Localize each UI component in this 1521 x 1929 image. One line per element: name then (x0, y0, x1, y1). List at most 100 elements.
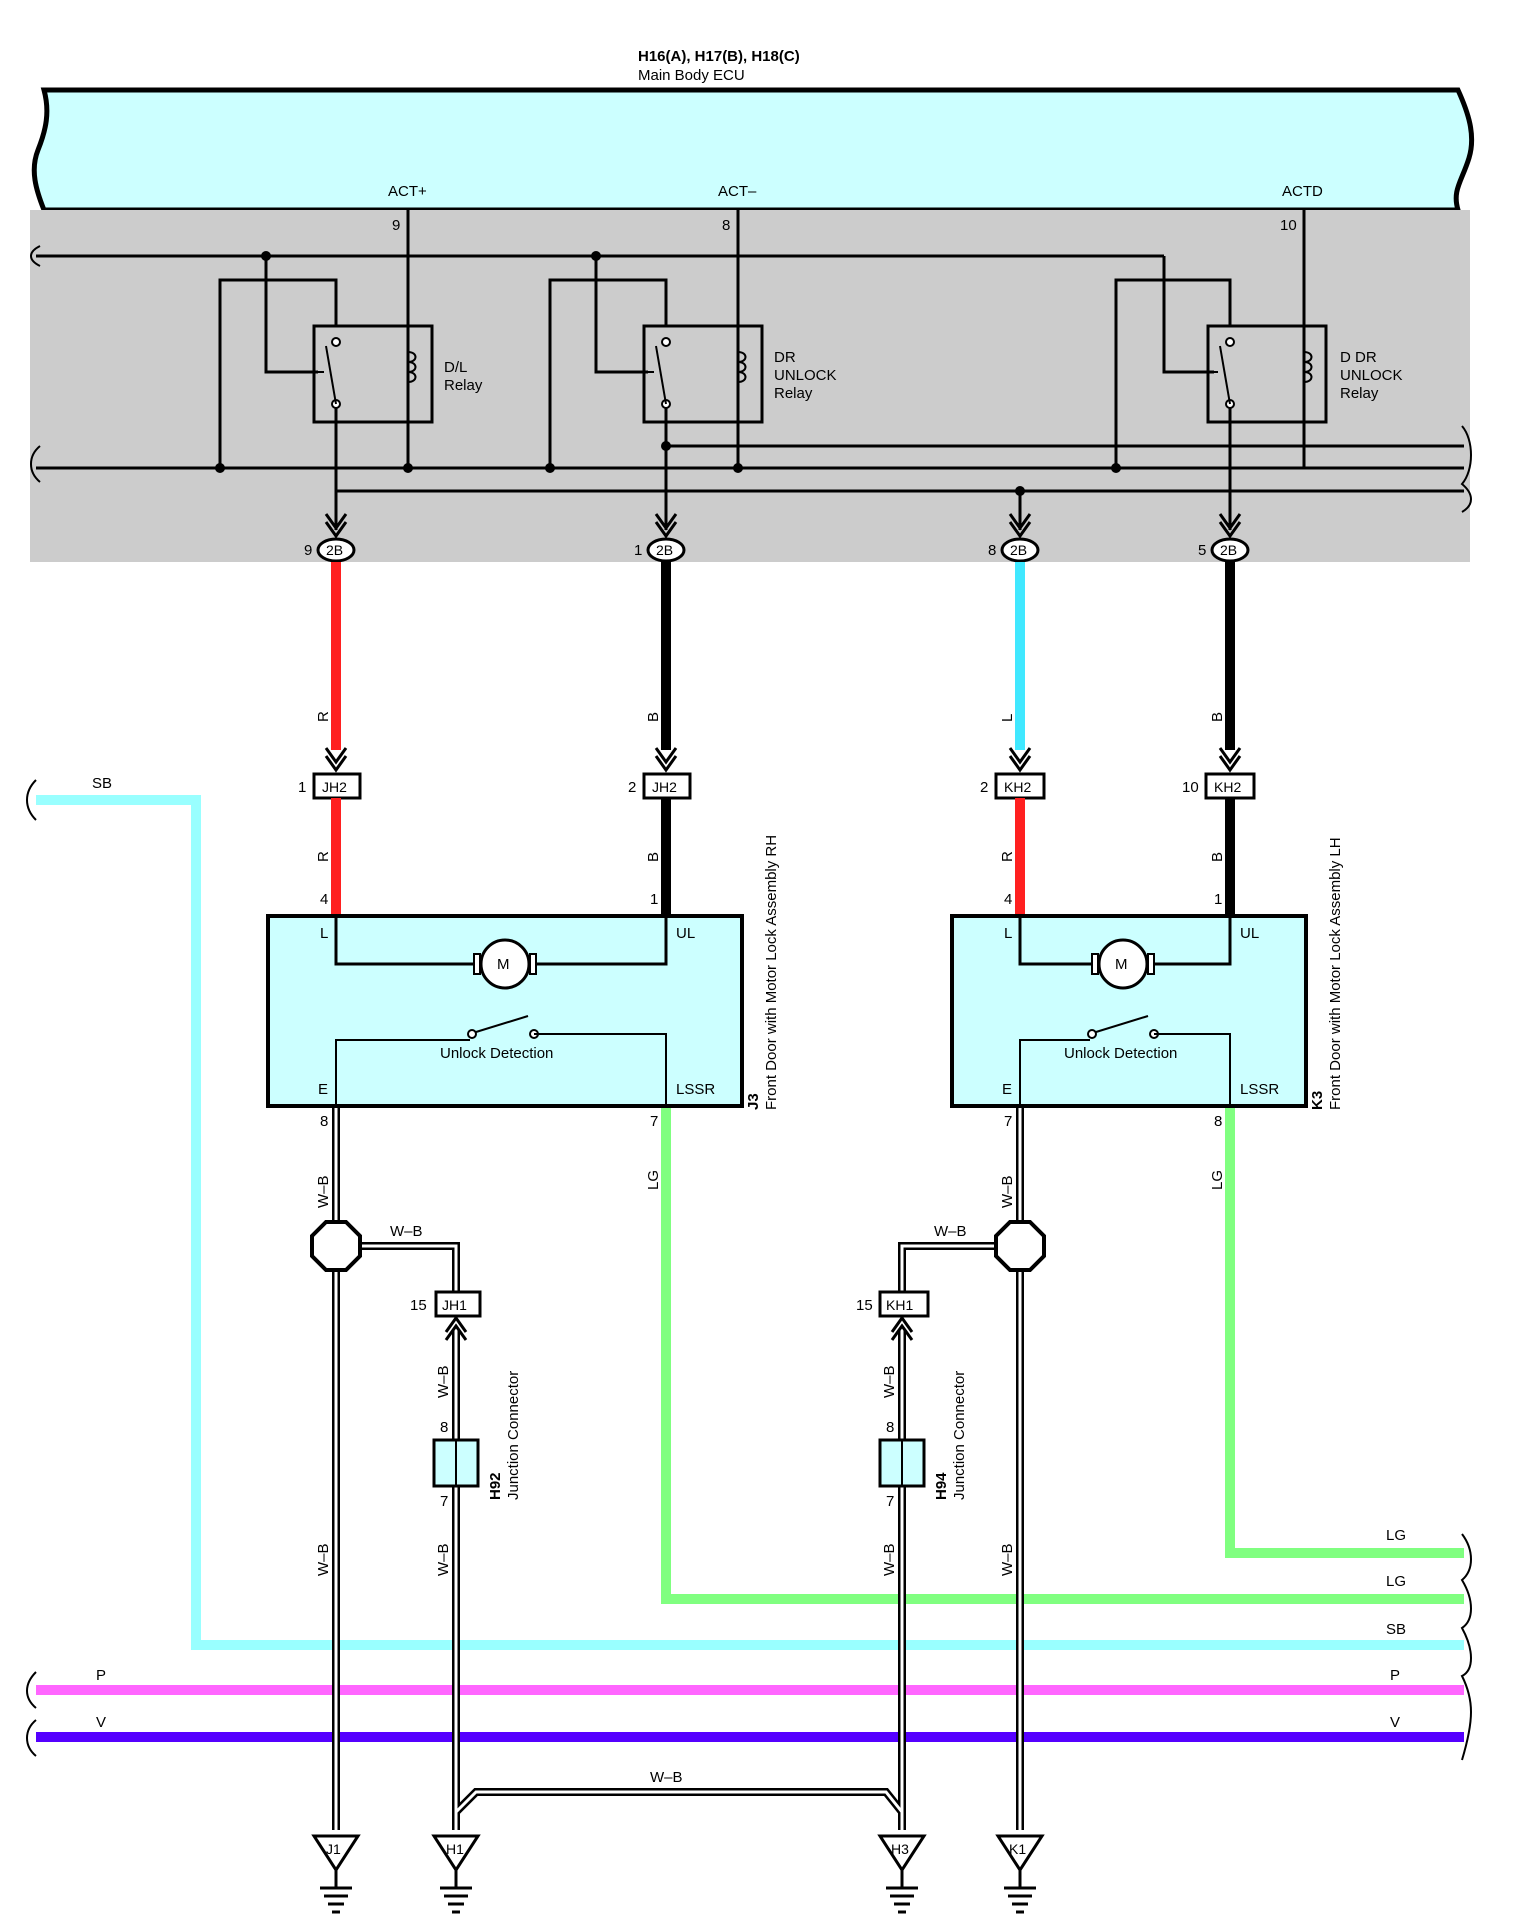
wire-color-label-b2: B (1209, 712, 1226, 722)
ground-j1 (311, 1834, 361, 1914)
ecu-pin-8: 8 (722, 217, 730, 234)
relay-box-break-right (1460, 425, 1472, 513)
kh2-2-label: KH2 (1004, 779, 1031, 795)
connector-2b-9-pin: 9 (304, 542, 312, 559)
h94-pin-bottom: 7 (886, 1493, 894, 1510)
ground-h1 (431, 1834, 481, 1914)
relay-dl-label-1: D/L (444, 359, 467, 376)
relay-box-break-left-upper (30, 245, 41, 267)
lock-rh-name: Front Door with Motor Lock Assembly RH (763, 835, 780, 1110)
relay-dr-label-2: UNLOCK (774, 367, 837, 384)
lock-rh-code: J3 (745, 1093, 762, 1110)
ecu-terminal-act-plus: ACT+ (388, 183, 427, 200)
connector-2b-1-pin: 1 (634, 542, 642, 559)
kh1-box (878, 1290, 930, 1318)
wire-wb-label-rh-branch: W–B (390, 1223, 423, 1240)
kh2-2-pin: 2 (980, 779, 988, 796)
jh2-2-label: JH2 (652, 779, 677, 795)
wire-wb-crossings (332, 1586, 1024, 1750)
h92-pin-bottom: 7 (440, 1493, 448, 1510)
splice-lh (994, 1220, 1046, 1272)
wire-wb-label-h92-top: W–B (435, 1365, 452, 1398)
h94-name: Junction Connector (951, 1371, 968, 1500)
ground-k1 (995, 1834, 1045, 1914)
wire-lg-label-rh: LG (645, 1170, 662, 1190)
kh1-arrow-icon (890, 1315, 914, 1341)
ecu-body (31, 87, 1475, 213)
relay-dr-label-1: DR (774, 349, 796, 366)
junction-upper-boxes (312, 772, 1256, 800)
lock-lh-term-e: E (1002, 1081, 1012, 1098)
connector-2b-5-pin: 5 (1198, 542, 1206, 559)
jh2-1-pin: 1 (298, 779, 306, 796)
lock-lh-pin-lssr: 8 (1214, 1113, 1222, 1130)
jh2-1-label: JH2 (322, 779, 347, 795)
ground-h3-label: H3 (891, 1841, 909, 1857)
lock-lh-pin-ul: 1 (1214, 891, 1222, 908)
lock-rh-term-e: E (318, 1081, 328, 1098)
jh1-label: JH1 (442, 1297, 467, 1313)
ecu-terminal-actd: ACTD (1282, 183, 1323, 200)
ground-j1-label: J1 (326, 1841, 341, 1857)
wire-wb-label-lh-top: W–B (999, 1175, 1016, 1208)
kh1-label: KH1 (886, 1297, 913, 1313)
jh1-box (434, 1290, 482, 1318)
wire-sb-label-right: SB (1386, 1621, 1406, 1638)
wire-p-label-right: P (1390, 1667, 1400, 1684)
h94-pin-top: 8 (886, 1419, 894, 1436)
lock-lh-motor-label: M (1115, 956, 1128, 973)
wire-lg-label-right-1: LG (1386, 1527, 1406, 1544)
lock-lh-name: Front Door with Motor Lock Assembly LH (1327, 837, 1344, 1110)
h92-name: Junction Connector (505, 1371, 522, 1500)
ground-h1-label: H1 (446, 1841, 464, 1857)
ecu-component-name: Main Body ECU (638, 67, 745, 84)
wire-wb-label-h94-top: W–B (881, 1365, 898, 1398)
relay-dl-label-2: Relay (444, 377, 483, 394)
lock-assembly-lh (950, 914, 1308, 1108)
relay-d-dr-unlock: D DR UNLOCK Relay (1206, 324, 1403, 424)
wire-color-label-r2: R (315, 851, 332, 862)
relay-ddr-label-1: D DR (1340, 349, 1377, 366)
wire-color-label-r1: R (315, 711, 332, 722)
ground-k1-label: K1 (1009, 1841, 1026, 1857)
ecu-terminal-act-minus: ACT– (718, 183, 757, 200)
junction-dots (215, 251, 1121, 496)
relay-box (30, 210, 1470, 562)
ground-h3 (877, 1834, 927, 1914)
motor-rh-icon (479, 938, 531, 990)
lock-lh-term-lssr: LSSR (1240, 1081, 1279, 1098)
lock-lh-term-ul: UL (1240, 925, 1259, 942)
junction-upper-arrows (324, 747, 1242, 773)
kh2-10-label: KH2 (1214, 779, 1241, 795)
wire-p-label-left: P (96, 1667, 106, 1684)
wire-lg-label-right-2: LG (1386, 1573, 1406, 1590)
wire-color-label-r3: R (999, 851, 1016, 862)
relay-dl: D/L Relay (312, 324, 483, 424)
lock-rh-term-lssr: LSSR (676, 1081, 715, 1098)
wire-lg-lh (1225, 1102, 1464, 1558)
wire-lg-label-lh: LG (1209, 1170, 1226, 1190)
lock-rh-pin-e: 8 (320, 1113, 328, 1130)
wire-wb-label-rh-top: W–B (315, 1175, 332, 1208)
wire-wb-label-h92-bottom: W–B (435, 1543, 452, 1576)
wire-color-label-l1: L (999, 714, 1016, 722)
connector-2b-row (316, 513, 1250, 563)
lock-rh-pin-ul: 1 (650, 891, 658, 908)
connector-2b-8-label: 2B (1010, 542, 1027, 558)
lock-rh-pin-lssr: 7 (650, 1113, 658, 1130)
jh2-2-pin: 2 (628, 779, 636, 796)
lock-lh-code: K3 (1309, 1091, 1326, 1110)
wire-color-label-b1: B (645, 712, 662, 722)
relay-ddr-label-2: UNLOCK (1340, 367, 1403, 384)
kh1-pin: 15 (856, 1297, 873, 1314)
lock-rh-pin-l: 4 (320, 891, 328, 908)
ecu-connector-title: H16(A), H17(B), H18(C) (638, 48, 800, 65)
lock-lh-pin-l: 4 (1004, 891, 1012, 908)
wire-color-label-b4: B (1209, 852, 1226, 862)
wire-wb-label-bottom: W–B (650, 1769, 683, 1786)
wire-sb (36, 795, 1464, 1650)
wire-v-label-left: V (96, 1714, 106, 1731)
motor-lh-icon (1097, 938, 1149, 990)
lock-assembly-rh (266, 914, 744, 1108)
